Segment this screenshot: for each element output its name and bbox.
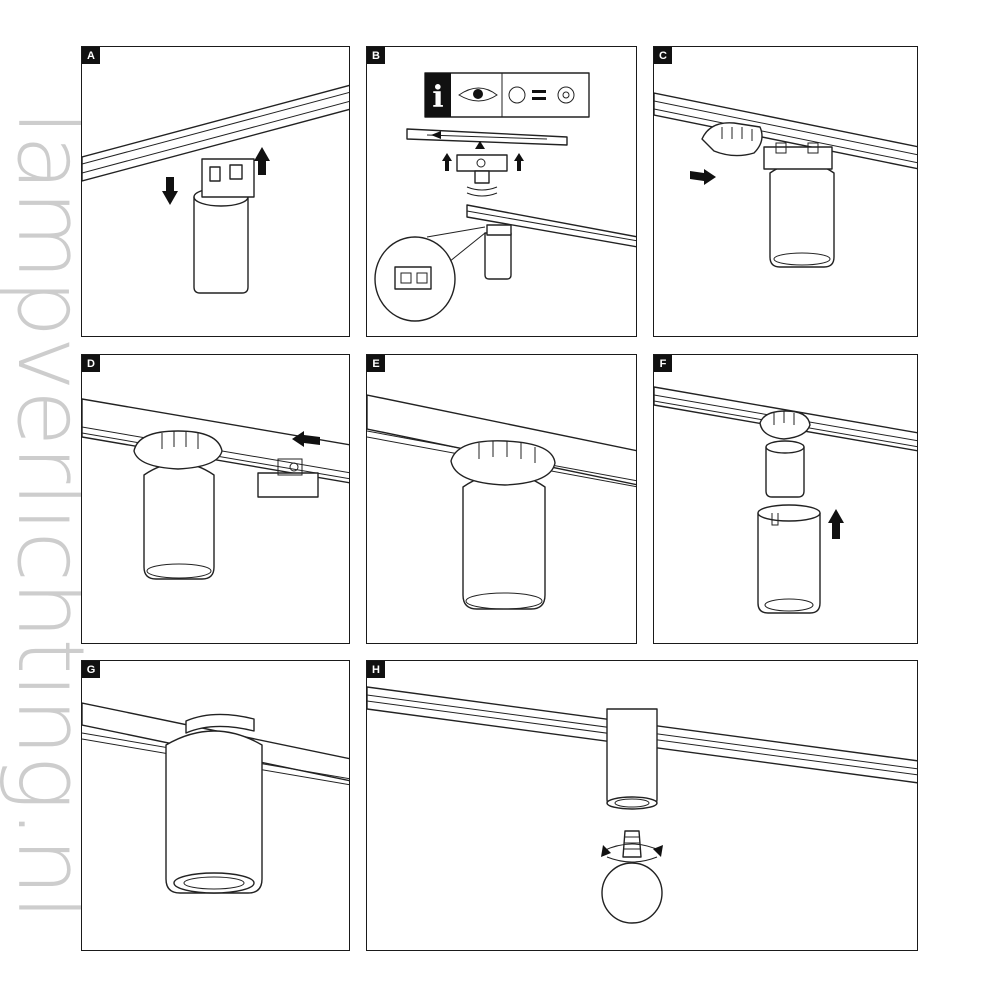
panel-letter: H (367, 661, 385, 678)
step-panel-g: G (81, 660, 350, 951)
panel-letter: D (82, 355, 100, 372)
step-panel-h: H (366, 660, 918, 951)
step-f-illustration (654, 386, 917, 614)
step-b-illustration: i (374, 72, 636, 322)
panel-letter: F (654, 355, 672, 372)
ring-collar (701, 122, 763, 157)
step-c-illustration (654, 92, 917, 268)
circle-target-icon (557, 86, 575, 104)
step-panel-e: E (366, 354, 637, 644)
panel-letter: C (654, 47, 672, 64)
step-d-illustration (82, 398, 349, 580)
equals-sign (532, 90, 546, 93)
step-a-illustration (82, 84, 349, 294)
panel-letter: B (367, 47, 385, 64)
ground-symbol-icon (508, 86, 526, 104)
arrow-up-icon (442, 153, 452, 171)
step-panel-f: F (653, 354, 918, 644)
info-box (424, 72, 590, 118)
step-panel-d: D (81, 354, 350, 644)
panel-letter: A (82, 47, 100, 64)
info-i-glyph: i (432, 80, 443, 115)
panel-letter: E (367, 355, 385, 372)
step-panel-a: A (81, 46, 350, 337)
info-i-icon (425, 73, 451, 117)
light-bulb-icon (601, 862, 663, 924)
step-h-illustration (367, 686, 917, 924)
panel-letter: G (82, 661, 100, 678)
arrow-up-icon (514, 153, 524, 171)
arrow-right-icon (690, 169, 716, 185)
step-panel-c: C (653, 46, 918, 337)
step-panel-b: B i (366, 46, 637, 337)
step-g-illustration (82, 702, 349, 894)
arrow-up-icon (254, 147, 270, 175)
arrow-up-icon (162, 177, 178, 205)
eye-icon (458, 87, 498, 102)
arrow-left-icon (292, 431, 320, 447)
step-e-illustration (367, 394, 636, 610)
arrow-up-icon (828, 509, 844, 539)
